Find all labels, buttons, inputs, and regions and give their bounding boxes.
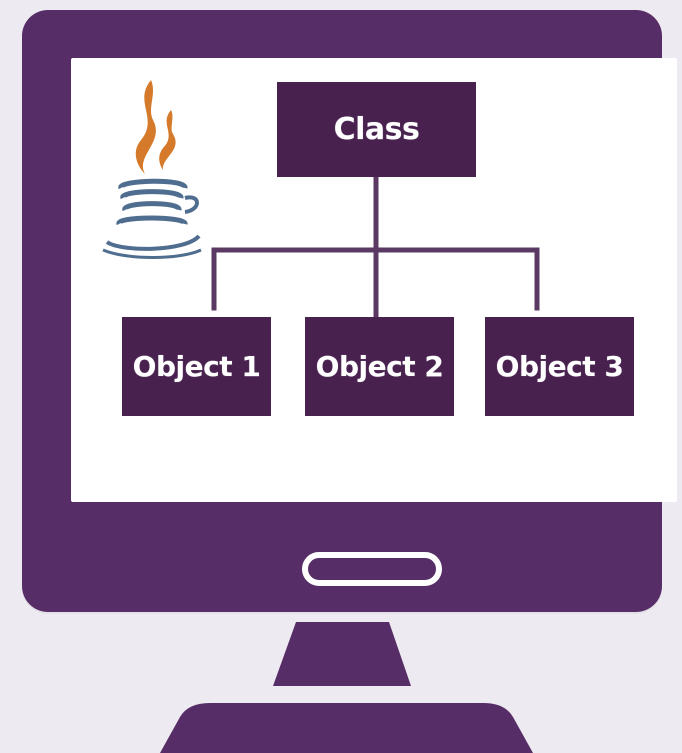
object-node-3: Object 3 <box>485 317 634 416</box>
object-node-2: Object 2 <box>305 317 454 416</box>
monitor: Class Object 1 Object 2 Object 3 <box>22 10 677 612</box>
object-node-1: Object 1 <box>122 317 271 416</box>
object-node-label: Object 2 <box>315 350 444 383</box>
class-node: Class <box>277 82 476 177</box>
object-node-label: Object 3 <box>495 350 624 383</box>
monitor-screen: Class Object 1 Object 2 Object 3 <box>71 58 677 502</box>
object-node-label: Object 1 <box>132 350 261 383</box>
class-node-label: Class <box>333 112 420 147</box>
java-coffee-cup-icon <box>102 80 202 259</box>
diagram-connectors <box>211 174 540 320</box>
monitor-home-button <box>302 552 442 586</box>
